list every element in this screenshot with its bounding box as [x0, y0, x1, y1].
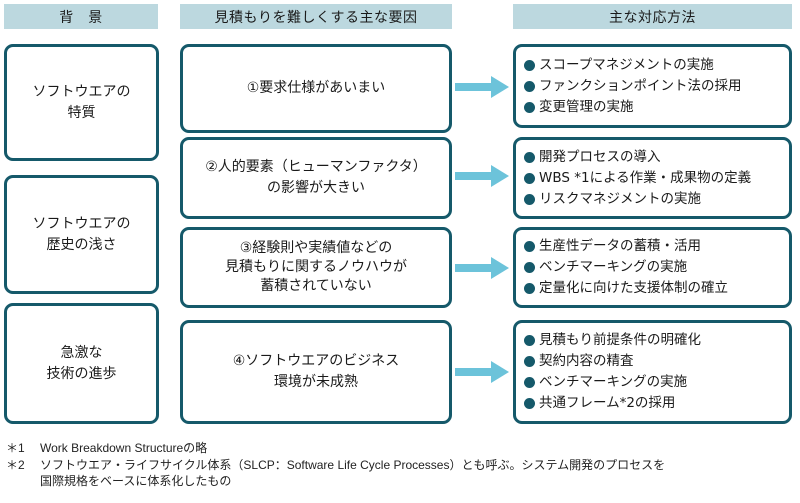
bullet-icon	[524, 193, 535, 205]
footnote-text: Work Breakdown Structureの略	[40, 441, 208, 455]
factor-box-1: ①要求仕様があいまい	[180, 44, 452, 133]
background-box-rapid-tech: 急激な 技術の進歩	[4, 303, 159, 424]
footnote-1: ＊1 Work Breakdown Structureの略	[6, 440, 665, 457]
factor-line: ②人的要素（ヒューマンファクタ）	[205, 159, 427, 175]
countermeasure-item: WBS *1による作業・成果物の定義	[524, 168, 751, 189]
countermeasure-item: リスクマネジメントの実施	[524, 189, 701, 210]
bullet-icon	[524, 151, 535, 163]
bullet-icon	[524, 80, 535, 92]
factor-line: ④ソフトウエアのビジネス	[232, 353, 400, 369]
countermeasure-item: 生産性データの蓄積・活用	[524, 236, 701, 257]
factor-line: ①要求仕様があいまい	[246, 80, 386, 96]
countermeasure-item: ベンチマーキングの実施	[524, 372, 687, 393]
footnote-text: 国際規格をベースに体系化したもの	[40, 474, 232, 488]
arrow-right-icon	[455, 76, 509, 98]
countermeasure-box-2: 開発プロセスの導入 WBS *1による作業・成果物の定義 リスクマネジメントの実…	[513, 137, 792, 219]
bullet-icon	[524, 59, 535, 71]
countermeasure-item: ベンチマーキングの実施	[524, 257, 687, 278]
header-background: 背 景	[4, 4, 158, 29]
countermeasure-box-1: スコープマネジメントの実施 ファンクションポイント法の採用 変更管理の実施	[513, 44, 792, 128]
factor-line: 見積もりに関するノウハウが	[225, 259, 407, 275]
arrow-right-icon	[455, 257, 509, 279]
factor-line: ③経験則や実績値などの	[239, 240, 393, 256]
countermeasure-item: 契約内容の精査	[524, 351, 634, 372]
bullet-icon	[524, 262, 535, 273]
header-factors: 見積もりを難しくする主な要因	[180, 4, 452, 29]
bullet-icon	[524, 101, 535, 113]
background-line: 技術の進歩	[46, 365, 117, 382]
countermeasure-item: 変更管理の実施	[524, 97, 634, 118]
bullet-icon	[524, 283, 535, 294]
countermeasure-item: スコープマネジメントの実施	[524, 55, 714, 76]
background-line: ソフトウエアの	[32, 215, 131, 232]
footnote-mark: ＊2	[6, 457, 25, 472]
countermeasure-item: 見積もり前提条件の明確化	[524, 330, 701, 351]
background-line: 急激な	[60, 344, 103, 361]
header-countermeasures: 主な対応方法	[513, 4, 792, 29]
footnote-2: ＊2 ソフトウエア・ライフサイクル体系（SLCP：Software Life C…	[6, 457, 665, 490]
factor-box-2: ②人的要素（ヒューマンファクタ） の影響が大きい	[180, 137, 452, 219]
countermeasure-box-3: 生産性データの蓄積・活用 ベンチマーキングの実施 定量化に向けた支援体制の確立	[513, 227, 792, 308]
background-line: 歴史の浅さ	[46, 236, 117, 253]
factor-box-4: ④ソフトウエアのビジネス 環境が未成熟	[180, 320, 452, 424]
factor-line: の影響が大きい	[267, 180, 365, 196]
background-line: 特質	[67, 104, 96, 121]
background-box-software-nature: ソフトウエアの 特質	[4, 44, 159, 161]
countermeasure-item: ファンクションポイント法の採用	[524, 76, 742, 97]
footnote-mark: ＊1	[6, 441, 25, 455]
background-box-short-history: ソフトウエアの 歴史の浅さ	[4, 175, 159, 294]
bullet-icon	[524, 241, 535, 252]
bullet-icon	[524, 335, 535, 346]
countermeasure-item: 開発プロセスの導入	[524, 147, 661, 168]
factor-line: 環境が未成熟	[274, 374, 358, 390]
bullet-icon	[524, 398, 535, 409]
factor-box-3: ③経験則や実績値などの 見積もりに関するノウハウが 蓄積されていない	[180, 227, 452, 308]
footnote-text: ソフトウエア・ライフサイクル体系（SLCP：Software Life Cycl…	[40, 457, 666, 472]
arrow-right-icon	[455, 361, 509, 383]
bullet-icon	[524, 172, 535, 184]
background-line: ソフトウエアの	[32, 83, 131, 100]
bullet-icon	[524, 377, 535, 388]
bullet-icon	[524, 356, 535, 367]
factor-line: 蓄積されていない	[260, 278, 372, 294]
countermeasure-item: 定量化に向けた支援体制の確立	[524, 278, 728, 299]
countermeasure-box-4: 見積もり前提条件の明確化 契約内容の精査 ベンチマーキングの実施 共通フレーム*…	[513, 320, 792, 424]
footnotes: ＊1 Work Breakdown Structureの略 ＊2 ソフトウエア・…	[6, 440, 665, 490]
countermeasure-item: 共通フレーム*2の採用	[524, 393, 675, 414]
arrow-right-icon	[455, 165, 509, 187]
